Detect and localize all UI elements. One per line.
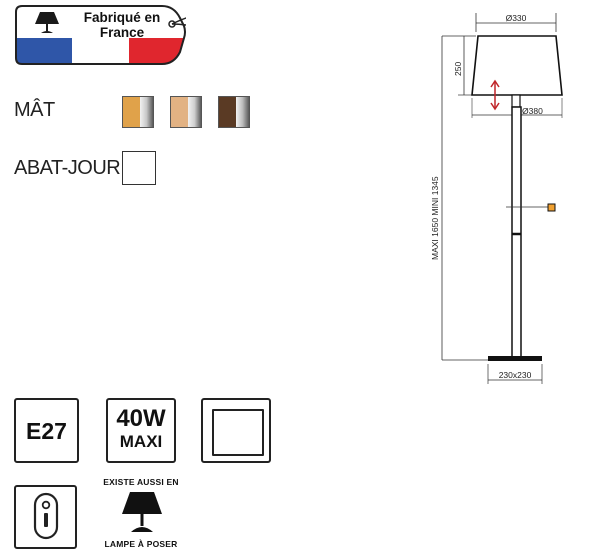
height-range-label: MAXI 1650 MINI 1345 <box>430 176 440 260</box>
badge-line-2: France <box>99 25 145 40</box>
wattage-box: 40W MAXI <box>106 398 176 463</box>
switch-position-marker <box>547 203 556 212</box>
lampshade-outline <box>471 35 563 96</box>
badge-text: Fabriqué en France <box>72 10 172 40</box>
rocker-switch-icon <box>14 485 77 549</box>
table-lamp-label: LAMPE À POSER <box>104 539 178 549</box>
table-lamp-icon <box>122 492 162 532</box>
mast-finish-swatch-dark-wood[interactable] <box>218 96 250 128</box>
lamp-mast <box>511 106 522 358</box>
mast-label: MÂT <box>14 99 55 121</box>
technical-drawing: Ø330 MAXI 1650 MINI 1345 250 Ø380 230x23… <box>430 13 563 384</box>
mast-finish-swatch-natural-wood[interactable] <box>170 96 202 128</box>
shade-height-label: 250 <box>453 62 463 76</box>
wattage-value: 40W <box>116 405 166 432</box>
wattage-note: MAXI <box>119 432 163 451</box>
socket-type-box: E27 <box>14 398 79 463</box>
also-exists-label: EXISTE AUSSI EN <box>103 477 179 487</box>
socket-type: E27 <box>26 418 67 444</box>
top-diameter-label: Ø330 <box>506 13 527 23</box>
made-in-france-badge: Fabriqué en France <box>14 4 186 66</box>
bottom-diameter-label: Ø380 <box>522 106 543 116</box>
badge-line-1: Fabriqué en <box>83 10 161 25</box>
lamp-base <box>488 356 542 361</box>
height-adjust-arrow-icon <box>490 79 500 111</box>
badge-shape <box>15 5 186 65</box>
base-size-label: 230x230 <box>499 370 532 380</box>
table-lamp-icon <box>35 12 59 33</box>
mast-finish-swatch-light-wood[interactable] <box>122 96 154 128</box>
shade-finish-swatch-white[interactable] <box>122 151 156 185</box>
shade-label: ABAT-JOUR <box>14 157 121 179</box>
double-insulation-icon <box>201 398 271 463</box>
